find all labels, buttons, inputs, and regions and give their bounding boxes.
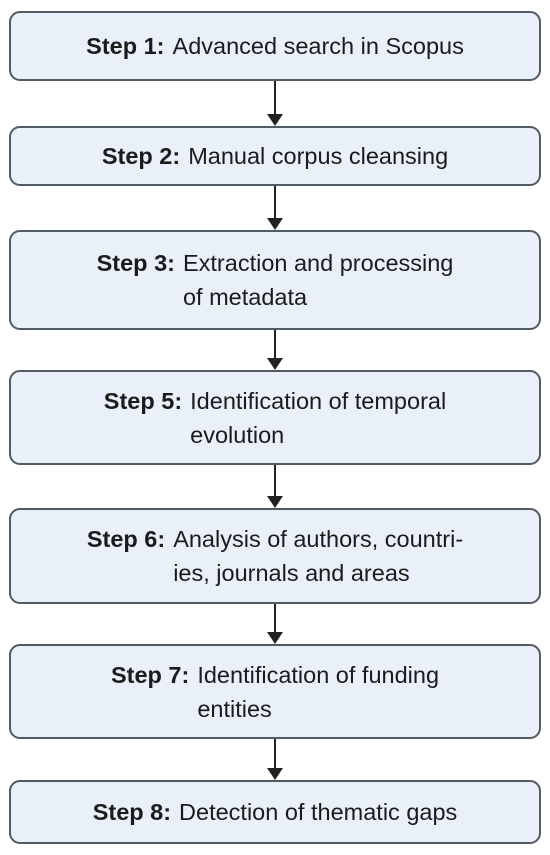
step-1-text: Step 1: Advanced search in Scopus bbox=[86, 29, 464, 63]
step-6-box: Step 6: Analysis of authors, countri- ie… bbox=[9, 508, 541, 604]
step-5-line-1: Identification of temporal bbox=[190, 387, 447, 414]
step-6-description: Analysis of authors, countri- ies, journ… bbox=[173, 522, 463, 590]
step-3-line-1: Extraction and processing bbox=[182, 250, 454, 276]
step-7-label: Step 7: bbox=[110, 661, 190, 688]
arrow-step-5-to-6 bbox=[266, 465, 284, 508]
step-3-box: Step 3: Extraction and processing of met… bbox=[9, 230, 541, 330]
step-6-line-1: Analysis of authors, countri- bbox=[173, 526, 464, 552]
step-2-box: Step 2: Manual corpus cleansing bbox=[9, 126, 541, 186]
step-3-label: Step 3: bbox=[96, 250, 175, 276]
step-5-description: Identification of temporal evolution bbox=[190, 384, 446, 452]
arrow-head-icon bbox=[267, 768, 283, 780]
step-5-label: Step 5: bbox=[103, 387, 183, 414]
arrow-step-7-to-8 bbox=[266, 739, 284, 780]
step-5-box: Step 5: Identification of temporal evolu… bbox=[9, 370, 541, 465]
step-2-label: Step 2: bbox=[101, 143, 181, 169]
arrow-head-icon bbox=[267, 496, 283, 508]
step-3-description: Extraction and processing of metadata bbox=[183, 246, 453, 314]
step-7-text: Step 7: Identification of funding entiti… bbox=[111, 658, 439, 726]
arrow-head-icon bbox=[267, 632, 283, 644]
step-7-description: Identification of funding entities bbox=[197, 658, 439, 726]
step-8-description: Detection of thematic gaps bbox=[179, 795, 457, 829]
step-1-box: Step 1: Advanced search in Scopus bbox=[9, 11, 541, 81]
step-7-line-1: Identification of funding bbox=[197, 661, 440, 688]
step-3-line-2: of metadata bbox=[182, 284, 308, 310]
step-8-box: Step 8: Detection of thematic gaps bbox=[9, 780, 541, 844]
step-8-text: Step 8: Detection of thematic gaps bbox=[93, 795, 458, 829]
step-1-description: Advanced search in Scopus bbox=[173, 29, 464, 63]
arrow-step-2-to-3 bbox=[266, 186, 284, 230]
step-8-line-1: Detection of thematic gaps bbox=[179, 799, 458, 825]
arrow-head-icon bbox=[267, 114, 283, 126]
step-7-line-2: entities bbox=[197, 695, 272, 722]
step-3-text: Step 3: Extraction and processing of met… bbox=[97, 246, 454, 314]
arrow-step-1-to-2 bbox=[266, 81, 284, 126]
arrow-head-icon bbox=[267, 358, 283, 370]
step-8-label: Step 8: bbox=[92, 799, 172, 825]
step-2-description: Manual corpus cleansing bbox=[188, 139, 448, 173]
step-6-text: Step 6: Analysis of authors, countri- ie… bbox=[87, 522, 463, 590]
arrow-step-6-to-7 bbox=[266, 604, 284, 644]
arrow-head-icon bbox=[267, 218, 283, 230]
step-5-line-2: evolution bbox=[190, 421, 285, 448]
arrow-step-3-to-5 bbox=[266, 330, 284, 370]
step-7-box: Step 7: Identification of funding entiti… bbox=[9, 644, 541, 739]
step-1-label: Step 1: bbox=[86, 33, 165, 59]
step-6-label: Step 6: bbox=[86, 526, 166, 552]
step-5-text: Step 5: Identification of temporal evolu… bbox=[104, 384, 446, 452]
step-1-line-1: Advanced search in Scopus bbox=[172, 33, 464, 59]
step-6-line-2: ies, journals and areas bbox=[173, 560, 410, 586]
step-2-line-1: Manual corpus cleansing bbox=[188, 143, 449, 169]
step-2-text: Step 2: Manual corpus cleansing bbox=[102, 139, 448, 173]
